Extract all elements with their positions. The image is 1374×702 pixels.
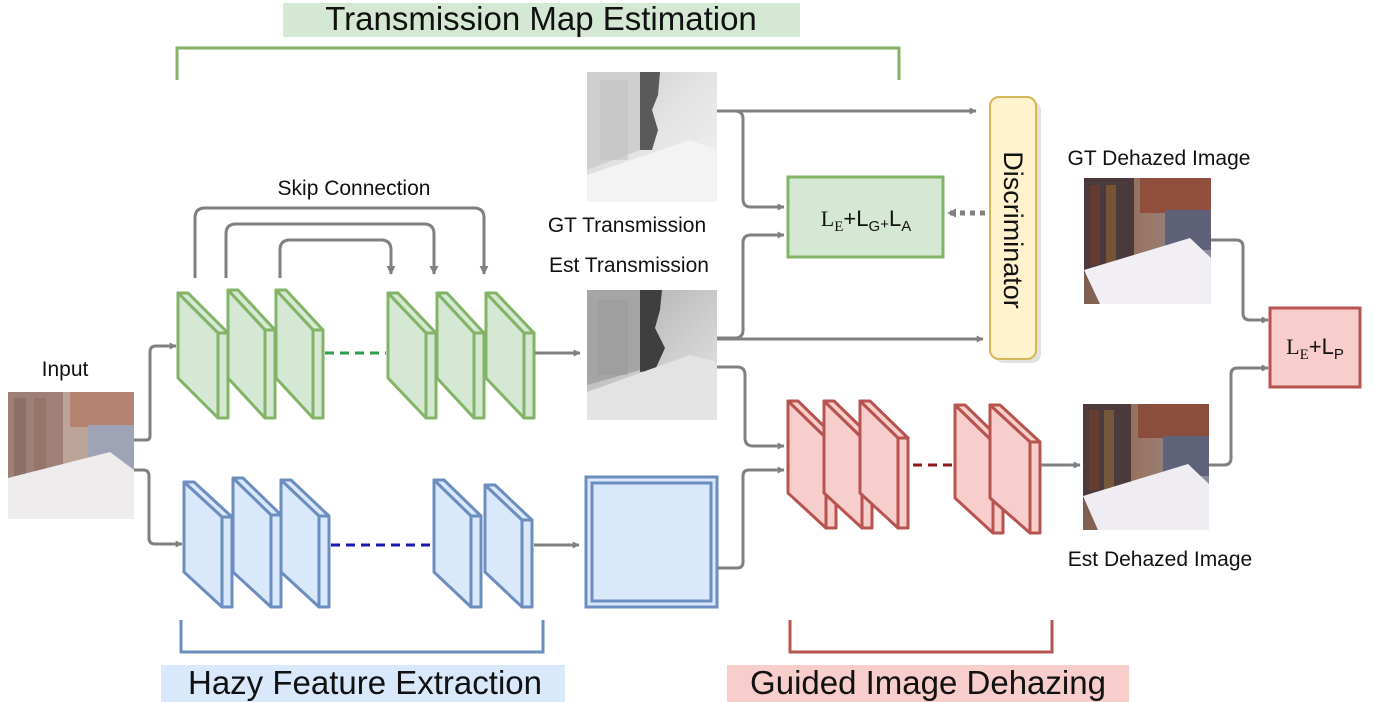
input-label: Input xyxy=(42,358,89,381)
green-block-2 xyxy=(226,288,277,420)
adversarial-loss-box xyxy=(786,175,945,259)
green-block-1 xyxy=(176,291,230,420)
loss-g-sub: G xyxy=(869,218,881,235)
transmission-arrows xyxy=(717,107,984,450)
gt-dehazed-label: GT Dehazed Image xyxy=(1068,147,1251,170)
skip-connection-inner xyxy=(278,238,396,278)
green-block-5 xyxy=(435,291,486,420)
blue-block-1 xyxy=(182,480,234,609)
est-dehazed-label: Est Dehazed Image xyxy=(1068,548,1252,571)
transmission-title-bg xyxy=(283,3,800,37)
ploss-plus: + xyxy=(1309,334,1322,359)
guided-image-dehazing-title: Guided Image Dehazing xyxy=(750,664,1106,701)
skip-connections xyxy=(193,206,489,278)
adversarial-loss-formula: LE+LG+LA xyxy=(821,206,911,235)
gt-transmission-image xyxy=(587,72,717,202)
red-block-3 xyxy=(858,399,910,530)
transmission-bracket xyxy=(175,46,901,80)
blue-block-2 xyxy=(231,476,283,609)
red-block-5 xyxy=(988,403,1042,535)
loss-a-letter: L xyxy=(889,206,901,231)
green-block-3 xyxy=(274,288,325,420)
skip-connection-outer xyxy=(193,206,489,278)
ploss-p-letter: L xyxy=(1322,334,1334,359)
green-block-4 xyxy=(386,291,438,420)
green-conv-blocks xyxy=(176,288,536,420)
gt-dehazed-to-loss-arrow xyxy=(1211,238,1269,324)
discriminator-label: Discriminator xyxy=(998,151,1028,309)
blue-conv-blocks xyxy=(182,476,534,609)
loss-plus-2: + xyxy=(880,216,889,233)
est-to-red-arrow xyxy=(717,365,785,450)
ploss-e-sub: E xyxy=(1300,347,1309,363)
perceptual-loss-box xyxy=(1268,306,1362,389)
green-block-6 xyxy=(484,291,536,420)
transmission-map-estimation-title: Transmission Map Estimation xyxy=(325,0,757,37)
guided-bracket xyxy=(788,620,1054,654)
gt-to-loss-arrow xyxy=(717,109,785,211)
gt-dehazed-image xyxy=(1084,178,1211,304)
blue-block-3 xyxy=(279,478,331,609)
blue-block-5 xyxy=(483,483,534,609)
blue-block-4 xyxy=(432,478,483,609)
est-to-loss-arrow xyxy=(717,231,785,340)
skip-connection-label: Skip Connection xyxy=(278,177,431,200)
hazy-feature-map xyxy=(584,475,719,609)
discriminator-block: Discriminator xyxy=(989,96,1041,363)
input-hazy-image xyxy=(8,392,134,519)
loss-g-letter: L xyxy=(856,206,868,231)
input-to-green-arrow xyxy=(134,342,177,442)
hazy-feature-extraction-title: Hazy Feature Extraction xyxy=(188,664,542,701)
input-to-blue-arrow xyxy=(134,468,183,548)
skip-connection-middle xyxy=(224,222,439,278)
hazy-bracket xyxy=(179,620,545,654)
est-transmission-image xyxy=(587,290,717,420)
est-dehazed-to-loss-arrow xyxy=(1209,364,1269,467)
gt-transmission-label: GT Transmission xyxy=(548,214,706,237)
loss-a-sub: A xyxy=(901,218,911,235)
loss-e-letter: L xyxy=(821,206,834,231)
ploss-p-sub: P xyxy=(1334,346,1344,363)
hazy-title-bg xyxy=(161,665,565,702)
red-conv-blocks xyxy=(786,399,1042,535)
loss-plus-1: + xyxy=(843,206,856,231)
ploss-e-letter: L xyxy=(1286,334,1299,359)
feature-map-to-red-arrow xyxy=(718,466,785,570)
perceptual-loss-formula: LE+LP xyxy=(1286,334,1344,363)
guided-title-bg xyxy=(727,665,1129,702)
est-transmission-label: Est Transmission xyxy=(549,254,709,277)
est-dehazed-image xyxy=(1083,404,1209,530)
loss-e-sub: E xyxy=(834,219,843,235)
